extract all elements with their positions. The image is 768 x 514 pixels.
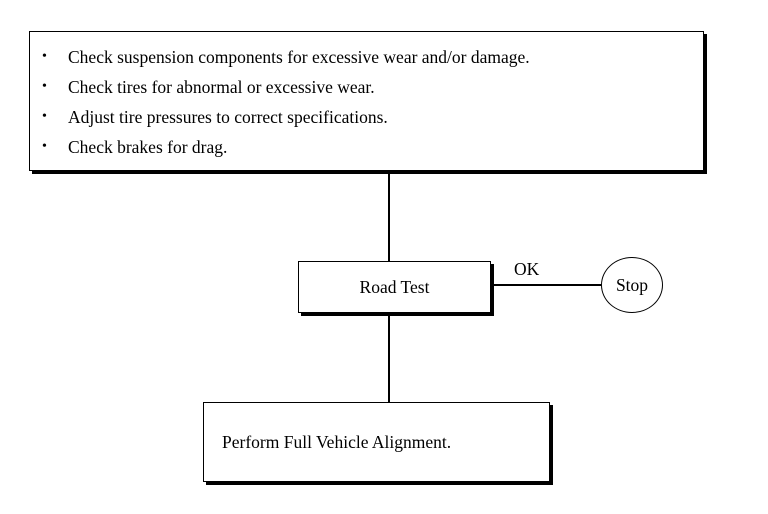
road-test-box: Road Test xyxy=(298,261,491,313)
alignment-box: Perform Full Vehicle Alignment. xyxy=(203,402,550,482)
pre-check-item: • Adjust tire pressures to correct speci… xyxy=(42,102,703,132)
pre-check-item: • Check tires for abnormal or excessive … xyxy=(42,72,703,102)
pre-check-item: • Check brakes for drag. xyxy=(42,132,703,162)
connector-road-test-to-alignment xyxy=(388,313,390,402)
connector-road-test-to-stop xyxy=(491,284,601,286)
pre-check-item-text: Adjust tire pressures to correct specifi… xyxy=(68,107,388,127)
connector-checklist-to-road-test xyxy=(388,172,390,261)
pre-check-item-text: Check brakes for drag. xyxy=(68,137,228,157)
bullet-icon: • xyxy=(42,49,47,64)
pre-check-item: • Check suspension components for excess… xyxy=(42,42,703,72)
bullet-icon: • xyxy=(42,79,47,94)
stop-node: Stop xyxy=(601,257,663,313)
pre-check-item-text: Check suspension components for excessiv… xyxy=(68,47,530,67)
pre-check-list: • Check suspension components for excess… xyxy=(30,32,703,162)
bullet-icon: • xyxy=(42,109,47,124)
pre-check-box: • Check suspension components for excess… xyxy=(29,31,704,171)
stop-label: Stop xyxy=(615,274,649,295)
ok-branch-label: OK xyxy=(514,259,540,279)
bullet-icon: • xyxy=(42,139,47,154)
road-test-label: Road Test xyxy=(359,276,430,297)
alignment-label: Perform Full Vehicle Alignment. xyxy=(222,431,452,452)
pre-check-item-text: Check tires for abnormal or excessive we… xyxy=(68,77,375,97)
